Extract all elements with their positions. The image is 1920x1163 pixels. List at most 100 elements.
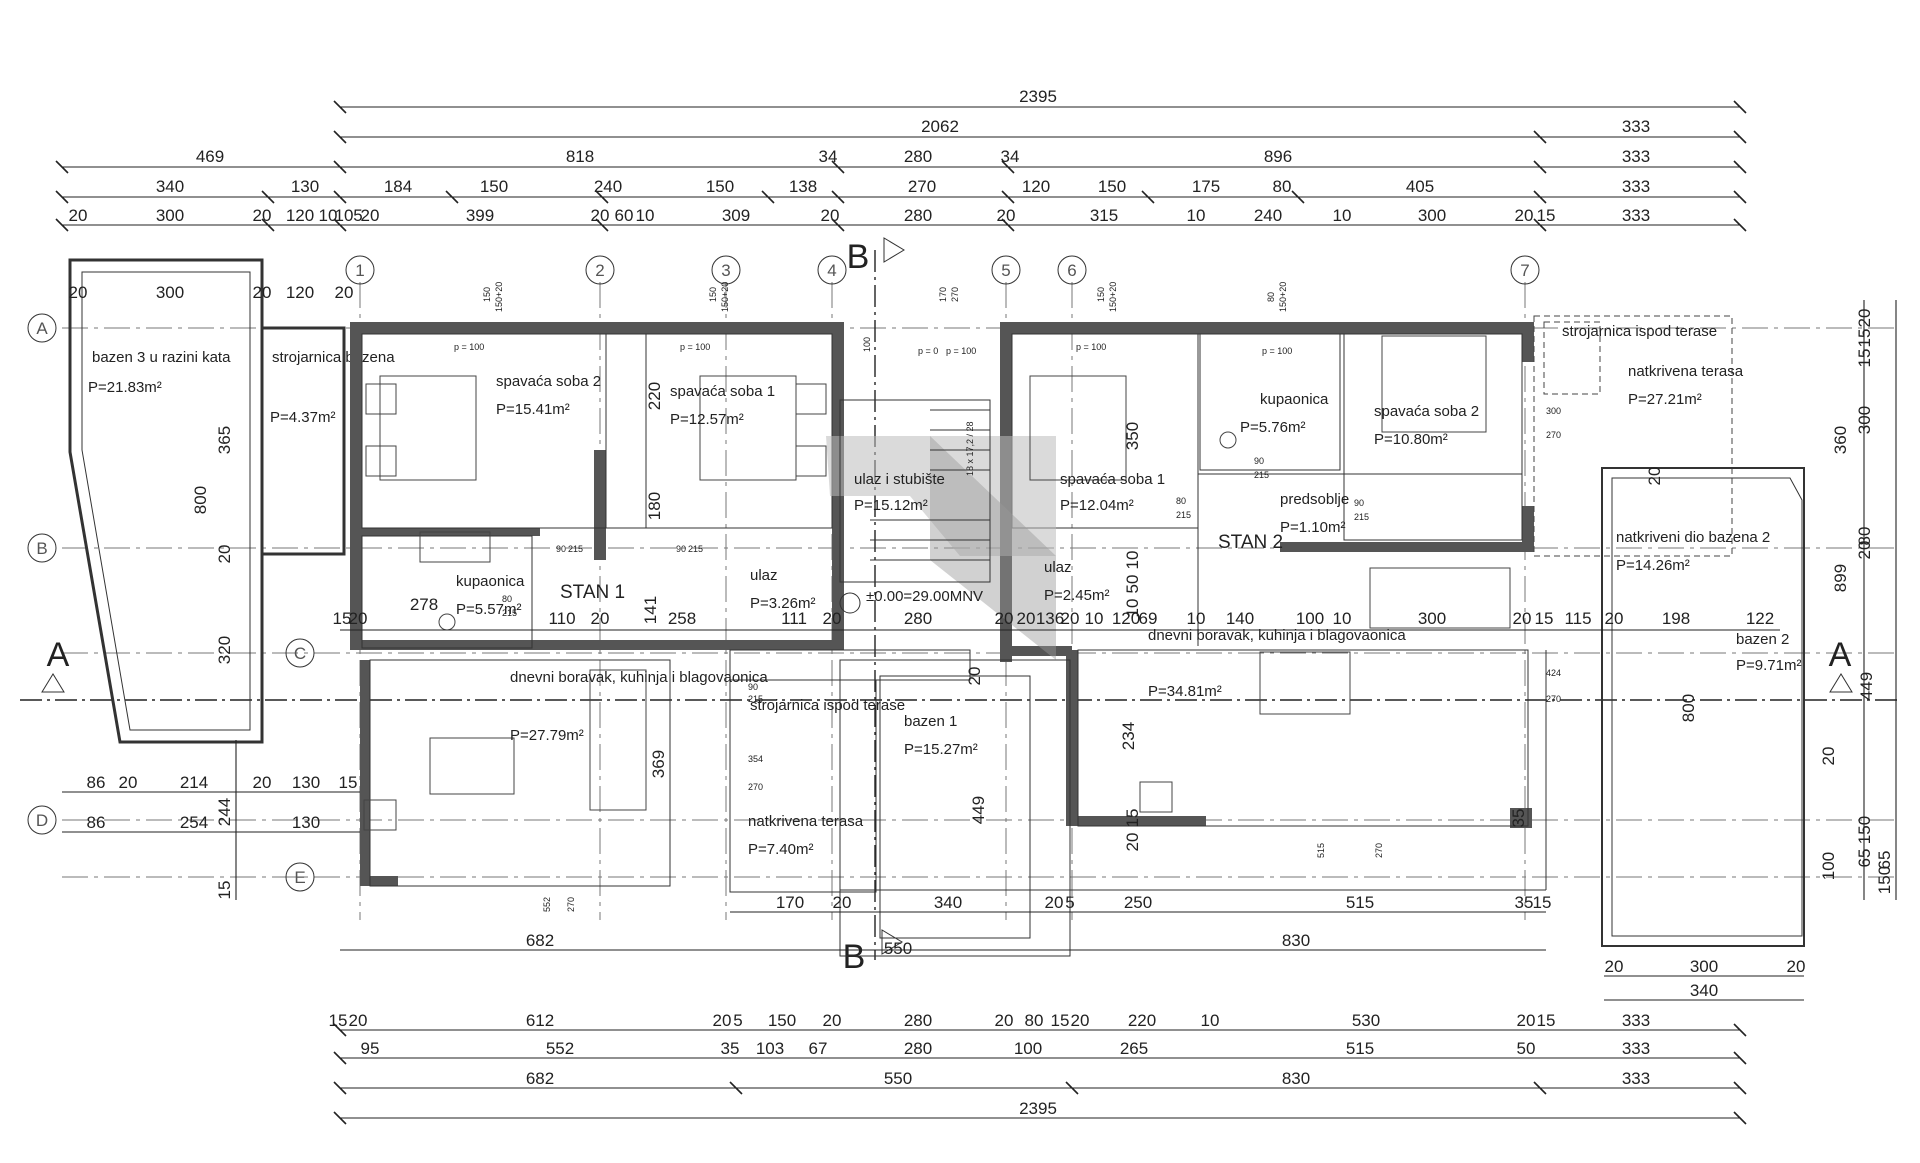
dim-b1-15: 20 xyxy=(1517,1011,1536,1030)
dim-pool3-4: 20 xyxy=(335,283,354,302)
room-name-18: dnevni boravak, kuhinja i blagovaonica xyxy=(1148,627,1406,644)
door-note-8: 90 xyxy=(1254,456,1264,466)
room-area-7: P=10.80m² xyxy=(1374,431,1448,448)
dim-ll-10: 15 xyxy=(215,881,234,900)
grid-circle-6 xyxy=(1057,255,1087,285)
dim-v-4: 220 xyxy=(645,382,664,410)
dim-ll-8: 130 xyxy=(292,813,320,832)
bed-icon xyxy=(379,375,477,481)
room-labels: spavaća soba 2 P=15.41m² spavaća soba 1 … xyxy=(456,323,1801,858)
dim-pool3-0: 20 xyxy=(69,283,88,302)
level-mark-icon xyxy=(839,592,861,614)
dim-mid-4: 20 xyxy=(591,609,610,628)
dim-in-19: 340 xyxy=(1690,981,1718,1000)
dim-rc-10: 20 xyxy=(1645,467,1664,486)
section-b-top: B xyxy=(847,238,870,276)
dim-b1-9: 80 xyxy=(1025,1011,1044,1030)
dim-b2-5: 280 xyxy=(904,1039,932,1058)
dim-rc-15: 20 xyxy=(1819,747,1838,766)
grid-label-4: 4 xyxy=(827,261,836,280)
dim-r5-5: 10 xyxy=(335,206,354,225)
dim-ll-5: 15 xyxy=(339,773,358,792)
dim-r4-5: 150 xyxy=(706,177,734,196)
dim-v-18: 10 xyxy=(1123,599,1142,618)
door-note-2: 90 xyxy=(676,544,686,554)
grid-label-2: 2 xyxy=(595,261,604,280)
dim-mid-3: 110 xyxy=(548,609,575,628)
room-name-20: natkrivena terasa xyxy=(748,813,864,830)
dim-v-1: 365 xyxy=(215,426,234,454)
dim-r5-17: 10 xyxy=(1187,206,1206,225)
toilet-icon xyxy=(1219,431,1237,449)
door-note-12: 90 xyxy=(748,682,758,692)
door-note-0: 90 xyxy=(556,544,566,554)
dim-r5-4: 10 xyxy=(319,206,338,225)
dim-v-20: 20 xyxy=(1123,833,1142,852)
dim-r5-8: 399 xyxy=(466,206,494,225)
grid-circle-E xyxy=(285,862,315,892)
dim-b1-3: 20 xyxy=(713,1011,732,1030)
dim-r5-12: 309 xyxy=(722,206,750,225)
dim-mid-22: 20 xyxy=(1513,609,1532,628)
dim-ll-4: 130 xyxy=(292,773,320,792)
dim-b3-2: 830 xyxy=(1282,1069,1310,1088)
room-name-7: spavaća soba 2 xyxy=(1374,403,1479,420)
dim-mid-8: 20 xyxy=(823,609,842,628)
dim-rc-6: 80 xyxy=(1855,527,1874,546)
dim-mid-27: 122 xyxy=(1746,609,1774,628)
dim-terrace-top: 333 xyxy=(1622,117,1650,136)
dim-r5-6: 5 xyxy=(353,206,362,225)
window-note-3: 150+20 xyxy=(720,282,730,312)
dim-rc-9: 800 xyxy=(1679,694,1698,722)
stair-note-1: 100 xyxy=(862,337,872,352)
room-name-4: ulaz i stubište xyxy=(854,471,945,488)
room-area-3: P=12.57m² xyxy=(670,411,744,428)
stove-icon xyxy=(1139,781,1173,813)
stove-icon xyxy=(363,799,397,831)
dim-in-5: 250 xyxy=(1124,893,1152,912)
dim-rc-12: 65 xyxy=(1855,849,1874,868)
room-area-2: P=15.41m² xyxy=(496,401,570,418)
room-name-11: ulaz xyxy=(750,567,778,584)
dim-mid-10: 20 xyxy=(995,609,1014,628)
room-name-10: kupaonica xyxy=(456,573,525,590)
dim-r5-15: 20 xyxy=(997,206,1016,225)
dim-in-6: 515 xyxy=(1346,893,1374,912)
door-note-10: 80 xyxy=(502,594,512,604)
room-name-3: spavaća soba 1 xyxy=(670,383,775,400)
dim-rc-7: 899 xyxy=(1831,564,1850,592)
dim-b1-2: 612 xyxy=(526,1011,554,1030)
dim-in-16: 20 xyxy=(1605,957,1624,976)
door-note-6: 90 xyxy=(1354,498,1364,508)
toilet-icon xyxy=(438,613,456,631)
grid-label-7: 7 xyxy=(1520,261,1529,280)
room-area-17: P=15.27m² xyxy=(904,741,978,758)
room-area-20: P=7.40m² xyxy=(748,841,813,858)
dim-b1-14: 530 xyxy=(1352,1011,1380,1030)
dim-v-3: 320 xyxy=(215,636,234,664)
dim-b1-17: 333 xyxy=(1622,1011,1650,1030)
dim-b3-3: 333 xyxy=(1622,1069,1650,1088)
room-area-4: P=15.12m² xyxy=(854,497,928,514)
top-dimension-chains: 2395 2062 333 469 818 34 280 34 896 333 … xyxy=(55,87,1747,232)
dim-v-7: 369 xyxy=(649,750,668,778)
dim-rc-2: 15 xyxy=(1855,349,1874,368)
unit-stan-2: STAN 2 xyxy=(1218,532,1283,553)
dim-r5-14: 280 xyxy=(904,206,932,225)
dim-v-13: 270 xyxy=(1546,694,1561,704)
bathtub-icon xyxy=(419,531,491,563)
dim-ll-0: 86 xyxy=(87,773,106,792)
inner-lower-dimensions: 170 20 340 20 5 250 515 35 15 682 550 83… xyxy=(340,843,1805,1001)
room-name-9: natkrivena terasa xyxy=(1628,363,1744,380)
pool-machine-room: strojarnica bazena P=4.37m² xyxy=(260,326,395,556)
sofa-icon xyxy=(589,669,647,811)
interior-lines xyxy=(361,315,1805,957)
dim-v-9: 270 xyxy=(748,782,763,792)
dim-r5-9: 20 xyxy=(591,206,610,225)
dim-pool3-3: 120 xyxy=(286,283,314,302)
dim-rc-5: 20 xyxy=(1855,541,1874,560)
dim-in-14: 515 xyxy=(1316,843,1326,858)
dining-table-icon xyxy=(429,737,515,795)
bed-icon xyxy=(699,375,797,481)
dim-b1-0: 15 xyxy=(329,1011,348,1030)
